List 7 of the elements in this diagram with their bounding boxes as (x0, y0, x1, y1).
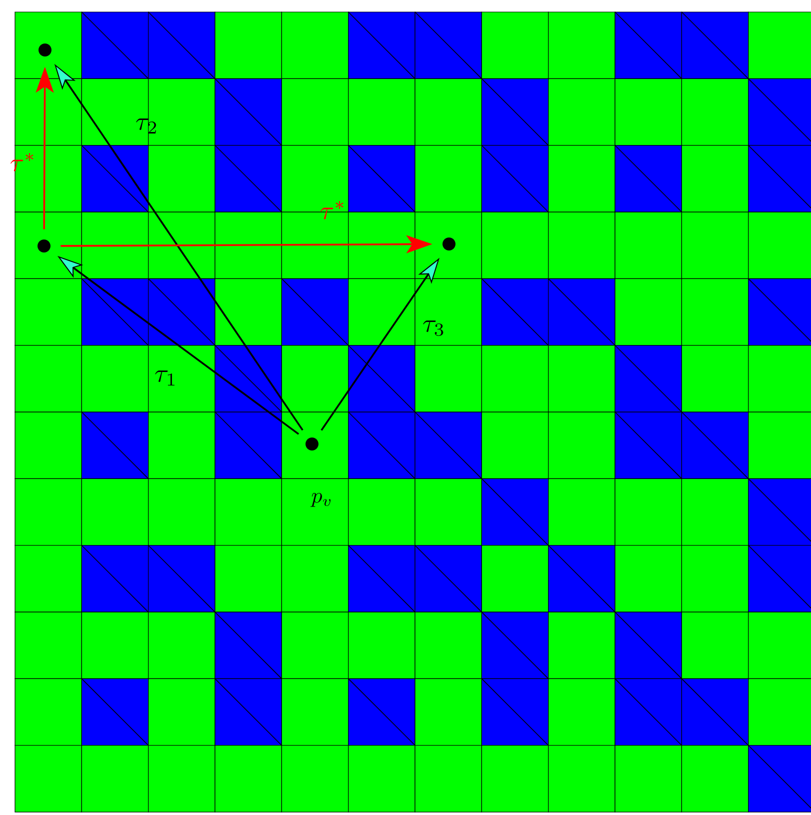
point-label: $p_v$ (310, 492, 331, 507)
point-dot (38, 44, 52, 56)
point-dot (442, 238, 456, 250)
edge-label: $\tau_3$ (423, 320, 444, 336)
edge-label: $\tau_1$ (155, 370, 174, 386)
point-dot (38, 240, 50, 252)
point-dot (306, 438, 318, 450)
